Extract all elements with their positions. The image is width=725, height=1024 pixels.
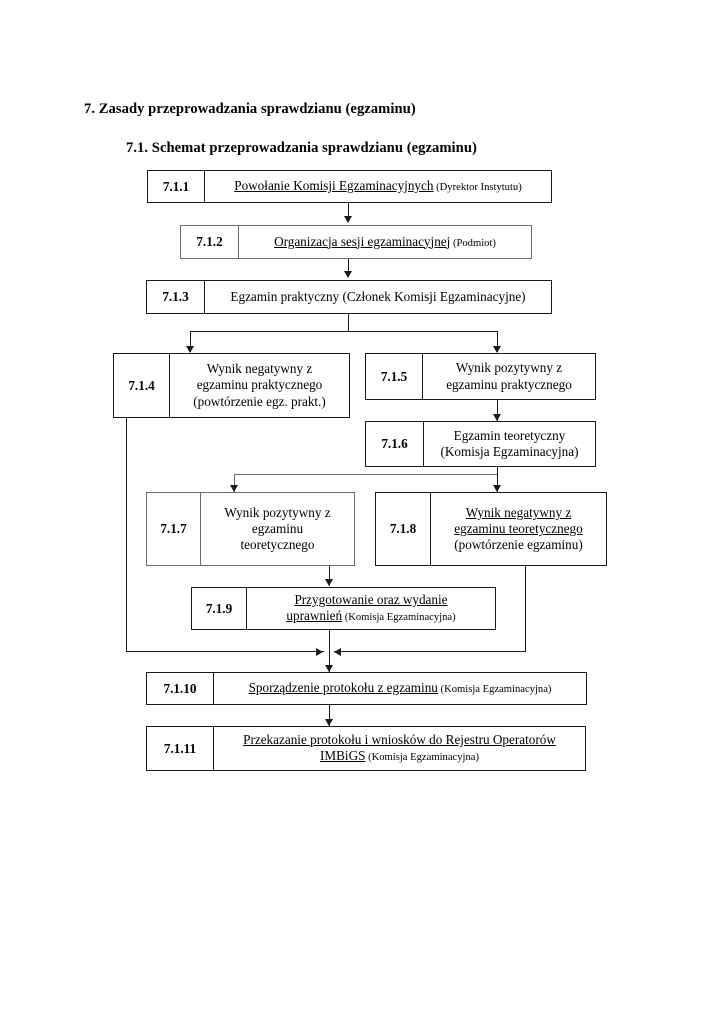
flow-node-7-1-1-actor: (Dyrektor Instytutu) bbox=[433, 182, 522, 194]
flow-node-7-1-6-line-2: (Komisja Egzaminacyjna) bbox=[440, 444, 579, 459]
flow-node-body-7-1-7: Wynik pozytywny z egzaminu teoretycznego bbox=[201, 493, 354, 565]
flow-node-7-1-5-line-1: Wynik pozytywny z bbox=[455, 360, 563, 376]
connector-3-split-stem bbox=[348, 313, 350, 332]
flow-node-body-7-1-4: Wynik negatywny z egzaminu praktycznego … bbox=[170, 354, 349, 417]
connector-5-to-6 bbox=[497, 400, 499, 421]
flow-node-7-1-11[interactable]: 7.1.11 Przekazanie protokołu i wniosków … bbox=[146, 726, 586, 771]
flow-node-7-1-6[interactable]: 7.1.6 Egzamin teoretyczny (Komisja Egzam… bbox=[365, 421, 596, 467]
flow-node-7-1-8[interactable]: 7.1.8 Wynik negatywny z egzaminu teorety… bbox=[375, 492, 607, 566]
flow-node-7-1-8-line-1: Wynik negatywny z bbox=[465, 504, 572, 520]
flow-node-number-7-1-3: 7.1.3 bbox=[147, 281, 205, 313]
connector-3-to-4-drop bbox=[190, 331, 192, 352]
connector-10-to-11 bbox=[329, 705, 331, 726]
flow-node-7-1-8-line-2: egzaminu teoretycznego bbox=[454, 520, 583, 536]
connector-6-to-8-drop bbox=[497, 474, 499, 492]
flow-node-7-1-2-actor: (Podmiot) bbox=[450, 237, 496, 249]
flow-node-7-1-9[interactable]: 7.1.9 Przygotowanie oraz wydanie uprawni… bbox=[191, 587, 496, 630]
connector-7-to-9 bbox=[329, 566, 331, 586]
flow-node-7-1-10-main-text: Sporządzenie protokołu z egzaminu bbox=[248, 680, 438, 696]
flow-node-number-7-1-7: 7.1.7 bbox=[147, 493, 201, 565]
flow-node-number-7-1-1: 7.1.1 bbox=[148, 171, 205, 202]
arrowhead-into-7-1-5 bbox=[493, 346, 501, 353]
flow-node-7-1-7[interactable]: 7.1.7 Wynik pozytywny z egzaminu teorety… bbox=[146, 492, 355, 566]
flow-node-7-1-4-line-3: (powtórzenie egz. prakt.) bbox=[193, 393, 326, 409]
arrowhead-into-7-1-11 bbox=[325, 719, 333, 726]
arrowhead-into-7-1-8 bbox=[493, 485, 501, 492]
flow-node-number-7-1-8: 7.1.8 bbox=[376, 493, 431, 565]
flow-node-7-1-11-line-2-main: IMBiGS bbox=[320, 748, 366, 764]
connector-6-to-7-drop bbox=[234, 474, 235, 492]
flow-node-7-1-4-line-1: Wynik negatywny z bbox=[206, 361, 313, 377]
connector-3-to-5-drop bbox=[497, 331, 499, 352]
flow-node-number-7-1-11: 7.1.11 bbox=[147, 727, 214, 770]
flow-node-7-1-7-line-1: Wynik pozytywny z bbox=[224, 504, 331, 520]
flow-node-number-7-1-6: 7.1.6 bbox=[366, 422, 424, 466]
flow-node-7-1-9-line-2-main: uprawnień bbox=[286, 608, 343, 624]
flow-node-7-1-1[interactable]: 7.1.1 Powołanie Komisji Egzaminacyjnych … bbox=[147, 170, 552, 203]
connector-8-to-merge-vertical bbox=[525, 566, 527, 652]
connector-1-to-2 bbox=[348, 202, 350, 222]
flow-node-7-1-5[interactable]: 7.1.5 Wynik pozytywny z egzaminu praktyc… bbox=[365, 353, 596, 400]
flow-node-7-1-11-actor: (Komisja Egzaminacyjna) bbox=[365, 752, 479, 764]
flow-node-body-7-1-5: Wynik pozytywny z egzaminu praktycznego bbox=[423, 354, 595, 399]
flow-node-body-7-1-9: Przygotowanie oraz wydanie uprawnień (Ko… bbox=[247, 588, 495, 629]
arrowhead-into-7-1-7 bbox=[229, 485, 238, 492]
flow-node-body-7-1-3: Egzamin praktyczny (Członek Komisji Egza… bbox=[205, 281, 551, 313]
flow-node-7-1-7-line-2: egzaminu bbox=[251, 520, 304, 536]
flow-node-7-1-5-line-2: egzaminu praktycznego bbox=[446, 376, 572, 392]
flow-node-7-1-4-line-2: egzaminu praktycznego bbox=[196, 377, 323, 393]
flow-node-7-1-3-text: Egzamin praktyczny (Członek Komisji Egza… bbox=[230, 288, 526, 304]
connector-4-to-merge-horizontal bbox=[126, 651, 324, 653]
flow-node-7-1-6-line-1: Egzamin teoretyczny bbox=[453, 427, 566, 443]
flow-node-body-7-1-10: Sporządzenie protokołu z egzaminu (Komis… bbox=[214, 673, 586, 704]
arrowhead-merge-from-right bbox=[334, 647, 341, 656]
flow-node-body-7-1-1: Powołanie Komisji Egzaminacyjnych (Dyrek… bbox=[205, 171, 551, 202]
flow-node-7-1-11-line-1: Przekazanie protokołu i wniosków do Reje… bbox=[243, 731, 556, 747]
flow-node-7-1-9-line-1: Przygotowanie oraz wydanie bbox=[294, 591, 448, 607]
flow-node-body-7-1-2: Organizacja sesji egzaminacyjnej (Podmio… bbox=[239, 226, 531, 258]
flow-node-7-1-1-main-text: Powołanie Komisji Egzaminacyjnych bbox=[234, 178, 434, 194]
connector-6-split-bar bbox=[234, 474, 498, 475]
flow-node-number-7-1-10: 7.1.10 bbox=[147, 673, 214, 704]
arrowhead-into-7-1-2 bbox=[344, 216, 352, 223]
flow-node-number-7-1-2: 7.1.2 bbox=[181, 226, 239, 258]
arrowhead-into-7-1-4 bbox=[186, 346, 194, 353]
flow-node-7-1-9-actor: (Komisja Egzaminacyjna) bbox=[342, 612, 456, 624]
arrowhead-into-7-1-9 bbox=[325, 579, 333, 586]
connector-3-split-bar bbox=[190, 331, 498, 333]
flow-node-number-7-1-4: 7.1.4 bbox=[114, 354, 170, 417]
flow-node-7-1-10[interactable]: 7.1.10 Sporządzenie protokołu z egzaminu… bbox=[146, 672, 587, 705]
flow-node-7-1-3[interactable]: 7.1.3 Egzamin praktyczny (Członek Komisj… bbox=[146, 280, 552, 314]
flow-node-number-7-1-5: 7.1.5 bbox=[366, 354, 423, 399]
flow-node-body-7-1-11: Przekazanie protokołu i wniosków do Reje… bbox=[214, 727, 585, 770]
flow-node-7-1-2[interactable]: 7.1.2 Organizacja sesji egzaminacyjnej (… bbox=[180, 225, 532, 259]
flow-node-7-1-7-line-3: teoretycznego bbox=[240, 537, 315, 553]
arrowhead-into-7-1-3 bbox=[344, 271, 352, 278]
connector-8-to-merge-horizontal bbox=[334, 651, 526, 653]
connector-merge-to-10 bbox=[329, 651, 331, 672]
flow-node-number-7-1-9: 7.1.9 bbox=[192, 588, 247, 629]
flow-node-7-1-8-line-3: (powtórzenie egzaminu) bbox=[454, 537, 583, 553]
page-title: 7. Zasady przeprowadzania sprawdzianu (e… bbox=[84, 101, 416, 117]
flow-node-7-1-4[interactable]: 7.1.4 Wynik negatywny z egzaminu praktyc… bbox=[113, 353, 350, 418]
flow-node-body-7-1-8: Wynik negatywny z egzaminu teoretycznego… bbox=[431, 493, 606, 565]
arrowhead-into-7-1-6 bbox=[493, 414, 501, 421]
connector-2-to-3 bbox=[348, 258, 350, 277]
arrowhead-merge-from-left bbox=[316, 647, 323, 656]
connector-9-to-merge bbox=[329, 630, 331, 652]
connector-4-to-merge-vertical bbox=[126, 418, 128, 652]
section-subtitle: 7.1. Schemat przeprowadzania sprawdzianu… bbox=[126, 140, 477, 156]
arrowhead-into-7-1-10 bbox=[325, 665, 333, 672]
flow-node-body-7-1-6: Egzamin teoretyczny (Komisja Egzaminacyj… bbox=[424, 422, 595, 466]
flow-node-7-1-2-main-text: Organizacja sesji egzaminacyjnej bbox=[274, 233, 451, 249]
flow-node-7-1-10-actor: (Komisja Egzaminacyjna) bbox=[437, 684, 552, 696]
